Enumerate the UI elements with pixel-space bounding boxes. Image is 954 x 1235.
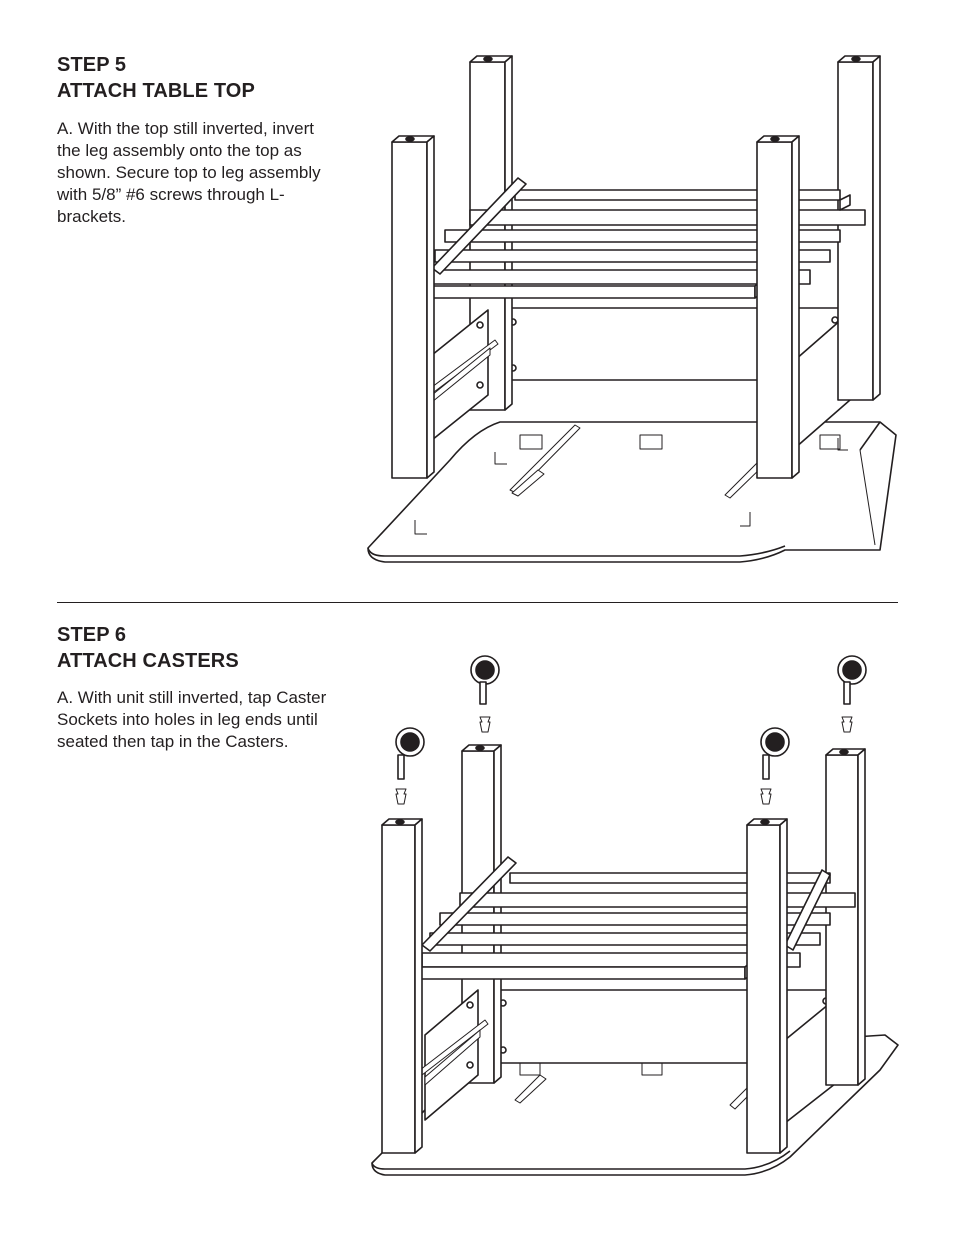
step-6-title: ATTACH CASTERS xyxy=(57,650,239,672)
section-divider xyxy=(57,602,898,603)
step-6-heading: STEP 6 ATTACH CASTERS xyxy=(57,622,239,674)
cross-rail xyxy=(432,178,526,274)
back-right-leg xyxy=(838,56,880,400)
caster-back-left xyxy=(471,656,499,732)
caster-front-left xyxy=(396,728,424,804)
back-right-leg xyxy=(826,749,865,1085)
front-left-leg xyxy=(382,819,422,1153)
step-5-title: ATTACH TABLE TOP xyxy=(57,80,255,102)
step-5-illustration xyxy=(360,50,905,570)
left-apron xyxy=(428,310,498,440)
step-6-number: STEP 6 xyxy=(57,624,127,646)
table-top xyxy=(368,422,896,562)
step-6-instruction: A. With unit still inverted, tap Caster … xyxy=(57,688,327,751)
front-left-leg xyxy=(392,136,434,478)
cross-rails xyxy=(422,857,830,951)
front-right-leg xyxy=(747,819,787,1153)
drawer-slides xyxy=(510,425,765,498)
step-6-illustration xyxy=(360,645,905,1185)
drawer-slides xyxy=(515,1063,755,1109)
caster-back-right xyxy=(838,656,866,732)
front-right-leg xyxy=(757,136,799,478)
step-5-instruction: A. With the top still inverted, invert t… xyxy=(57,119,321,226)
step-5-number: STEP 5 xyxy=(57,54,127,76)
l-brackets xyxy=(415,435,848,534)
caster-front-right xyxy=(761,728,789,804)
step-5-heading: STEP 5 ATTACH TABLE TOP xyxy=(57,52,255,104)
shelf-slats xyxy=(428,190,865,298)
